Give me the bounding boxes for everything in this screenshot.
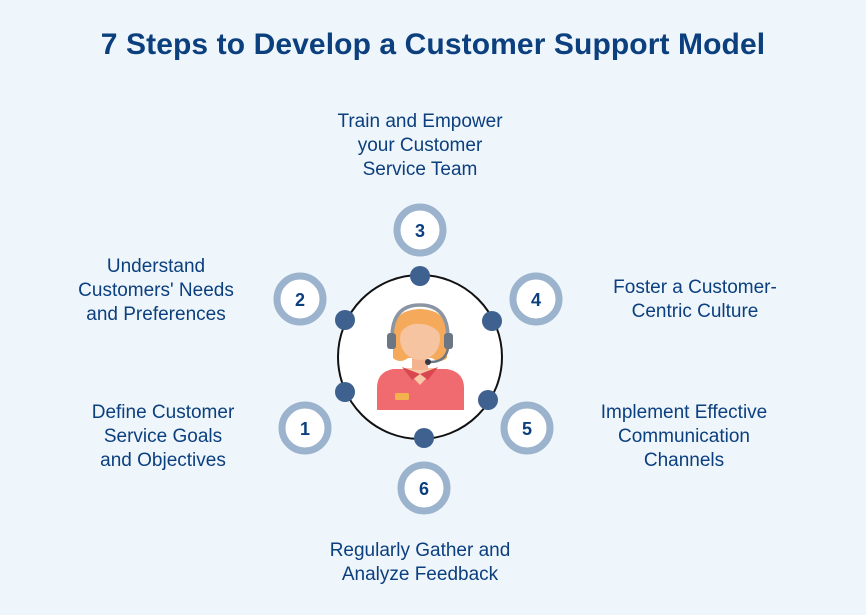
step-marker-6: 6	[397, 461, 451, 515]
connector-dot-4	[482, 311, 502, 331]
page-title: 7 Steps to Develop a Customer Support Mo…	[100, 28, 766, 61]
step-number-4: 4	[531, 290, 541, 310]
step-label-2: Understand Customers' Needs and Preferen…	[78, 256, 234, 325]
connector-dot-3	[410, 266, 430, 286]
step-marker-4: 4	[509, 272, 563, 326]
step-marker-3: 3	[393, 203, 447, 257]
step-number-6: 6	[419, 479, 429, 499]
step-label-3: Train and Empower your Customer Service …	[337, 111, 503, 180]
connector-dot-6	[414, 428, 434, 448]
step-label-1: Define Customer Service Goals and Object…	[91, 402, 235, 471]
step-number-3: 3	[415, 221, 425, 241]
connector-dot-5	[478, 390, 498, 410]
step-marker-2: 2	[273, 272, 327, 326]
step-label-6: Regularly Gather and Analyze Feedback	[329, 540, 511, 585]
step-label-5: Implement Effective Communication Channe…	[600, 402, 768, 471]
step-marker-1: 1	[278, 401, 332, 455]
customer-support-agent-icon	[377, 303, 464, 410]
step-number-2: 2	[295, 290, 305, 310]
step-marker-5: 5	[500, 401, 554, 455]
step-label-4: Foster a Customer- Centric Culture	[613, 277, 777, 322]
step-number-1: 1	[300, 419, 310, 439]
connector-dot-2	[335, 310, 355, 330]
connector-dot-1	[335, 382, 355, 402]
step-number-5: 5	[522, 419, 532, 439]
